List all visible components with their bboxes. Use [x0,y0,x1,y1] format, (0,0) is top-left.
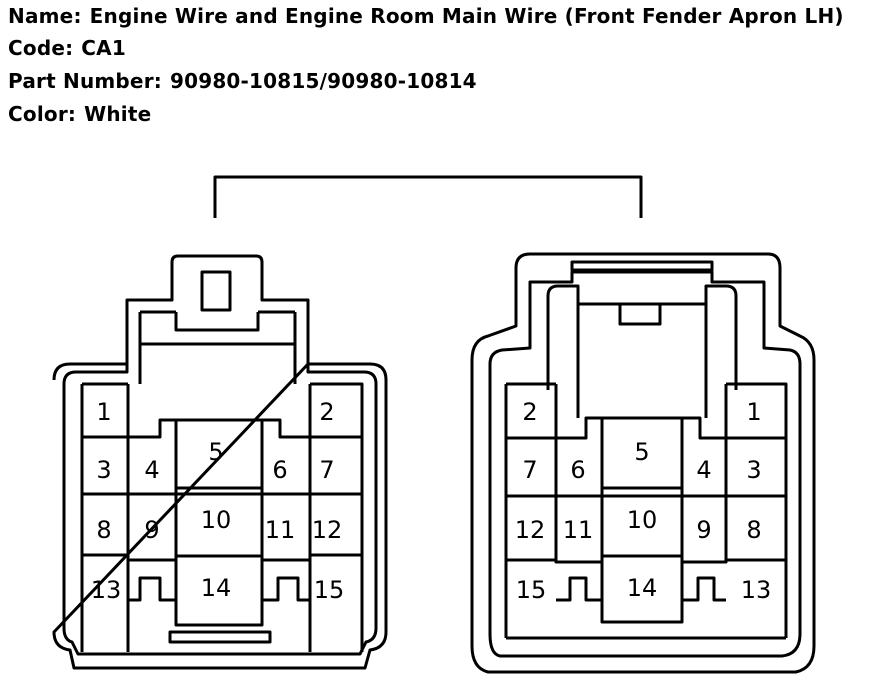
right-pin-9: 9 [696,516,711,544]
header-color-row: Color: White [8,102,151,126]
right-pin-15: 15 [516,576,547,604]
right-pin-2: 2 [522,398,537,426]
name-value: Engine Wire and Engine Room Main Wire (F… [89,4,844,28]
right-pin-3: 3 [746,456,761,484]
right-pin-1: 1 [746,398,761,426]
right-pin-5: 5 [634,438,649,466]
header-code-row: Code: CA1 [8,36,126,60]
left-pin-2: 2 [319,398,334,426]
left-pin-14: 14 [201,574,232,602]
right-pin-12: 12 [515,516,546,544]
left-connector-housing [52,254,388,670]
code-label: Code: [8,36,74,60]
left-pin-10: 10 [201,506,232,534]
code-value: CA1 [81,36,126,60]
right-connector-housing [470,252,816,674]
left-pin-4: 4 [144,456,159,484]
left-pin-5: 5 [208,438,223,466]
left-pin-11: 11 [265,516,296,544]
view-bracket [213,175,643,218]
left-pin-13: 13 [91,576,122,604]
right-pin-14: 14 [627,574,658,602]
right-pin-4: 4 [696,456,711,484]
header-part-row: Part Number: 90980-10815/90980-10814 [8,69,477,93]
left-pin-9: 9 [144,516,159,544]
left-pin-15: 15 [314,576,345,604]
left-pin-1: 1 [96,398,111,426]
left-connector-pins: 1 2 3 4 5 6 7 8 9 10 11 12 13 14 15 [91,398,345,604]
left-pin-7: 7 [319,456,334,484]
name-label: Name: [8,4,82,28]
right-pin-6: 6 [570,456,585,484]
color-value: White [84,102,152,126]
right-pin-8: 8 [746,516,761,544]
right-pin-11: 11 [563,516,594,544]
left-pin-6: 6 [272,456,287,484]
left-pin-3: 3 [96,456,111,484]
part-number-label: Part Number: [8,69,162,93]
right-connector-pins: 2 1 7 6 5 4 3 12 11 10 9 8 15 14 13 [515,398,772,604]
left-pin-12: 12 [312,516,343,544]
right-pin-10: 10 [627,506,658,534]
left-pin-8: 8 [96,516,111,544]
part-number-value: 90980-10815/90980-10814 [169,69,477,93]
right-pin-13: 13 [741,576,772,604]
right-pin-7: 7 [522,456,537,484]
color-label: Color: [8,102,77,126]
header-name-row: Name: Engine Wire and Engine Room Main Wi… [8,4,844,28]
